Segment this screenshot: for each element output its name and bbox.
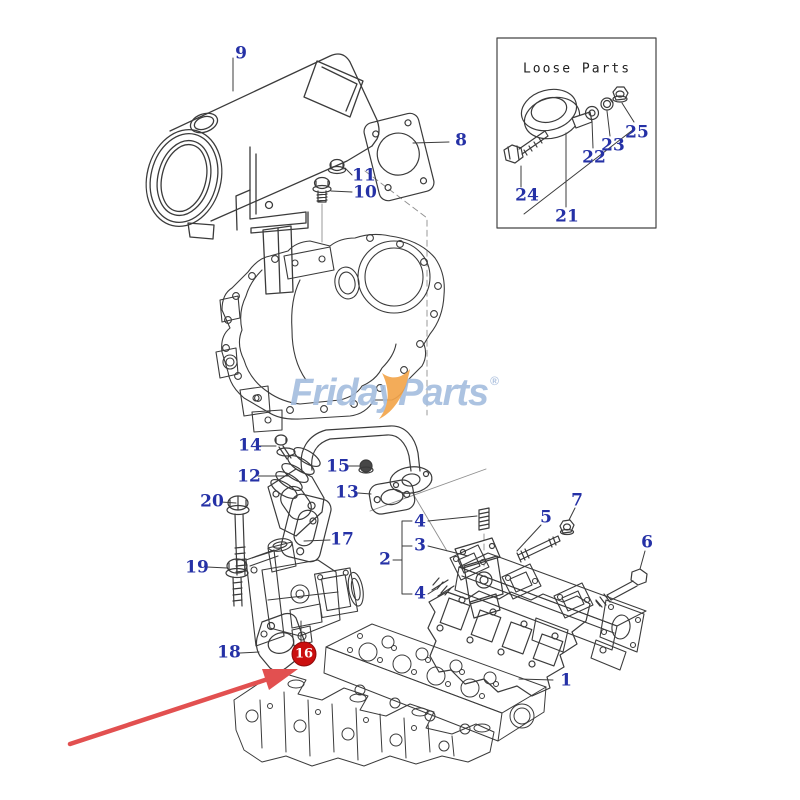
bolt-20-drawing bbox=[227, 496, 249, 575]
lock-washer-23-drawing bbox=[601, 98, 613, 110]
callout-11: 11 bbox=[352, 165, 376, 186]
egr-pipe-drawing bbox=[268, 426, 434, 536]
intake-manifold-drawing bbox=[234, 674, 494, 766]
callout-23: 23 bbox=[601, 135, 625, 156]
loose-parts-title: Loose Parts bbox=[522, 61, 632, 77]
callout-10: 10 bbox=[353, 182, 377, 203]
callout-25: 25 bbox=[625, 122, 649, 143]
stud-5-drawing bbox=[517, 536, 560, 562]
nut-7-drawing bbox=[560, 520, 574, 535]
callout-8: 8 bbox=[455, 130, 467, 151]
callout-12: 12 bbox=[237, 466, 261, 487]
callout-3: 3 bbox=[414, 535, 426, 556]
loose-parts-leaders bbox=[521, 103, 634, 214]
callout-16-highlighted: 16 bbox=[291, 641, 317, 667]
stud-4-bottom-drawing bbox=[432, 578, 454, 596]
bolt-19-drawing bbox=[226, 559, 248, 606]
nut-25-drawing bbox=[613, 87, 628, 102]
cylinder-head-drawing bbox=[324, 624, 546, 741]
gasket-17-drawing bbox=[279, 492, 333, 564]
gasket-8-drawing bbox=[362, 111, 436, 202]
gasket-13-drawing bbox=[368, 478, 417, 515]
fridayparts-watermark: FridayParts® bbox=[290, 369, 499, 419]
flange-12 bbox=[268, 469, 324, 536]
egr-valve-drawing bbox=[246, 537, 366, 646]
nut-11-drawing bbox=[329, 160, 346, 174]
nut-15-drawing bbox=[359, 460, 373, 473]
part-3-housing-drawing bbox=[455, 538, 503, 618]
callout-17: 17 bbox=[330, 529, 354, 550]
stud-4-top-drawing bbox=[479, 508, 489, 530]
callout-20: 20 bbox=[200, 491, 224, 512]
callout-21: 21 bbox=[555, 206, 579, 227]
callout-1: 1 bbox=[560, 670, 572, 691]
leader-lines bbox=[207, 58, 645, 680]
callout-15: 15 bbox=[326, 456, 350, 477]
gasket-1-drawing bbox=[428, 591, 590, 696]
callout-19: 19 bbox=[185, 557, 209, 578]
flywheel-housing-drawing bbox=[216, 234, 444, 432]
gasket-18-drawing bbox=[256, 614, 304, 672]
muffler-drawing bbox=[136, 54, 379, 294]
callout-4b: 4 bbox=[414, 583, 426, 604]
callout-18: 18 bbox=[217, 642, 241, 663]
housing-bolt-holes bbox=[223, 235, 442, 414]
callout-14: 14 bbox=[238, 435, 262, 456]
bolt-6-drawing bbox=[596, 569, 647, 607]
registered-mark: ® bbox=[490, 374, 499, 388]
callout-7: 7 bbox=[571, 490, 583, 511]
callout-5: 5 bbox=[540, 507, 552, 528]
callout-22: 22 bbox=[582, 147, 606, 168]
callout-24: 24 bbox=[515, 185, 539, 206]
loose-parts-box bbox=[497, 38, 656, 228]
callout-4a: 4 bbox=[414, 511, 426, 532]
bolt-14-drawing bbox=[275, 435, 295, 459]
washer-22-drawing bbox=[586, 107, 599, 120]
red-arrow bbox=[70, 669, 298, 744]
clamp-21-drawing bbox=[517, 83, 592, 144]
exhaust-manifold-drawing bbox=[450, 545, 646, 670]
bolt-24-drawing bbox=[504, 131, 548, 163]
bolt-10-drawing bbox=[313, 178, 331, 203]
callout-2: 2 bbox=[379, 549, 391, 570]
callout-6: 6 bbox=[641, 532, 653, 553]
callout-13: 13 bbox=[335, 482, 359, 503]
callout-9: 9 bbox=[235, 43, 247, 64]
watermark-text-parts: Parts bbox=[398, 372, 489, 414]
watermark-text-frida: Frida bbox=[290, 372, 379, 414]
